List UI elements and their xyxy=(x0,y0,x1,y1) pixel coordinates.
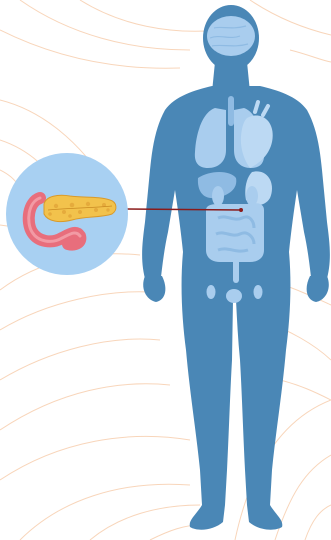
brain-icon xyxy=(207,16,255,56)
pancreas-callout xyxy=(6,153,128,275)
